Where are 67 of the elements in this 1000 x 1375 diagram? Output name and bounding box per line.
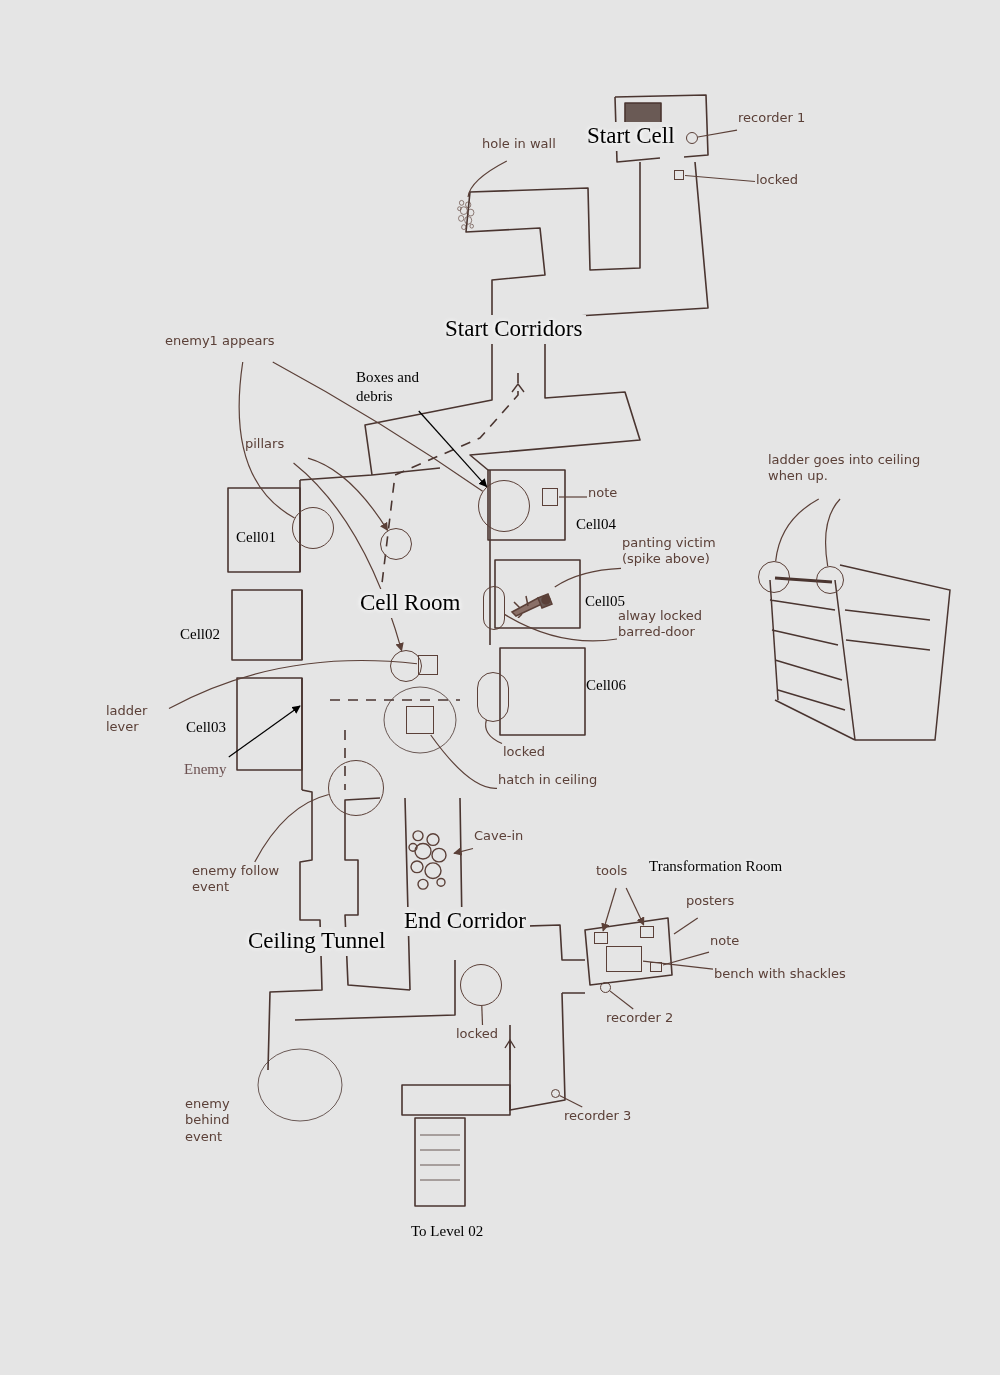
room-label: Cell06 [586, 676, 626, 695]
leader-line [168, 660, 418, 710]
leader-line [662, 951, 710, 966]
note-marker [542, 488, 558, 506]
leader-line [609, 990, 634, 1010]
leader-line [825, 498, 841, 567]
leader-line [430, 734, 498, 789]
handwritten-note: pillars [245, 436, 286, 453]
rubble-drawing [455, 198, 477, 232]
room-label: Cell04 [576, 515, 616, 534]
handwritten-note: hole in wall [482, 136, 557, 153]
leader-line [254, 793, 330, 863]
room-label: Transformation Room [649, 857, 783, 876]
handwritten-note: enemy1 appears [165, 333, 276, 350]
handwritten-note: hatch in ceiling [498, 772, 599, 789]
callout-text: Boxes and debris [356, 368, 420, 406]
hatch-square [406, 706, 434, 734]
lock-marker [674, 170, 684, 180]
tool-marker [640, 926, 654, 938]
lever-marker [418, 655, 438, 675]
room-label: Cell05 [585, 592, 625, 610]
handwritten-note: bench with shackles [714, 966, 847, 983]
arrow [418, 410, 488, 488]
handwritten-note: posters [686, 893, 736, 910]
tool-marker [594, 932, 608, 944]
handwritten-note: locked [503, 744, 547, 761]
bench-marker [606, 946, 642, 972]
leader-line [467, 160, 508, 198]
handwritten-note: note [710, 933, 741, 950]
handwritten-note: alway locked barred-door [618, 608, 704, 641]
callout-text: Enemy [184, 760, 228, 779]
leader-line [642, 960, 714, 970]
room-label: Cell03 [186, 718, 226, 737]
leader-line [558, 1094, 583, 1108]
room-label: Cell01 [236, 528, 276, 547]
leader-line [272, 361, 484, 492]
handwritten-note: note [588, 485, 619, 502]
handwritten-note: recorder 1 [738, 110, 807, 127]
handwritten-note: tools [596, 863, 629, 880]
note-marker [650, 962, 662, 972]
leader-line [554, 567, 622, 588]
handwritten-note: panting victim (spike above) [622, 535, 717, 568]
arrow [228, 705, 301, 758]
leader-line [673, 917, 699, 935]
handwritten-note: locked [456, 1026, 500, 1043]
leader-line [558, 496, 588, 498]
handwritten-note: enemy behind event [185, 1096, 231, 1145]
room-label: Cell02 [180, 625, 220, 644]
handwritten-note: ladder lever [106, 703, 149, 736]
handwritten-note: ladder goes into ceiling when up. [768, 452, 922, 485]
leader-line [485, 719, 503, 745]
leader-line [775, 498, 820, 562]
arrow [453, 847, 474, 856]
handwritten-note: Cave-in [474, 828, 525, 845]
handwritten-note: locked [756, 172, 800, 189]
arrow [307, 457, 389, 532]
handwritten-note: recorder 2 [606, 1010, 675, 1027]
leader-line [684, 174, 756, 183]
handwritten-note: recorder 3 [564, 1108, 633, 1125]
room-label: To Level 02 [411, 1222, 484, 1241]
leader-line [697, 129, 738, 138]
leader-line [481, 1005, 484, 1026]
leader-line [238, 361, 296, 519]
arrow [625, 887, 645, 926]
leader-line [503, 613, 618, 642]
handwritten-note: enemy follow event [192, 863, 281, 896]
arrow [601, 887, 617, 932]
